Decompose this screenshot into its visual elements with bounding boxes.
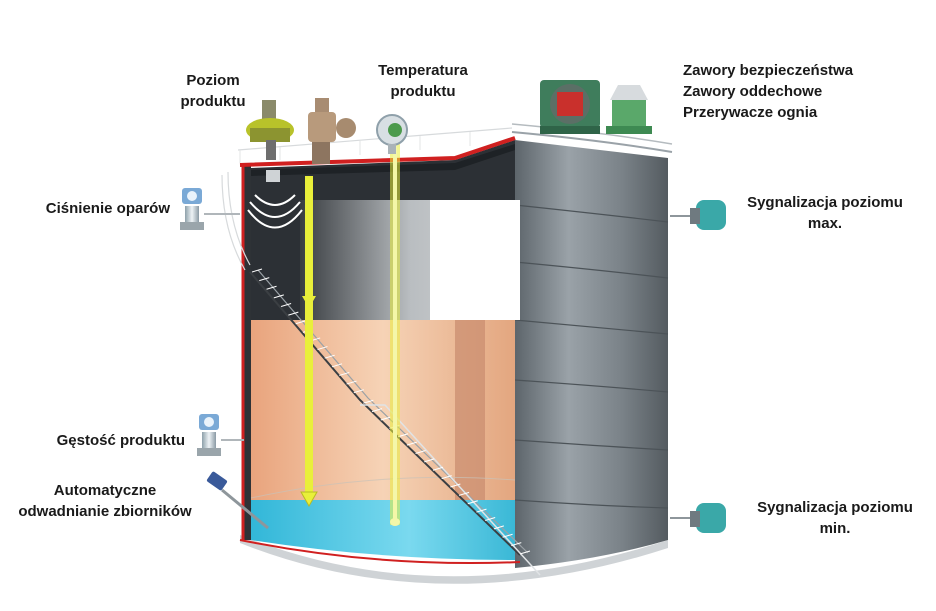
drain-label-line2: odwadnianie zbiorników <box>18 503 192 520</box>
temperature-label-line1: Temperatura <box>378 62 468 79</box>
drain-label-line1: Automatyczne <box>53 482 157 499</box>
stair-tread <box>415 450 426 454</box>
density-label: Gęstość produktu <box>56 432 185 449</box>
tank-base <box>240 535 668 584</box>
stair-tread <box>511 542 522 547</box>
tank-roof <box>239 136 516 167</box>
stair-tread <box>353 389 364 394</box>
level-switch-icon <box>670 503 726 533</box>
min-level-label-line1: Sygnalizacja poziomu <box>757 499 913 516</box>
valves-label: Zawory bezpieczeństwa Zawory oddechowe P… <box>683 60 883 123</box>
stair-tread <box>502 533 513 538</box>
stair-tread <box>324 354 335 359</box>
stair-tread <box>476 508 487 513</box>
stair-tread <box>441 475 452 480</box>
radar-waves <box>247 194 303 229</box>
stair-tread <box>432 466 444 471</box>
max-level-label: Sygnalizacja poziomu max. <box>745 192 905 234</box>
density-transmitter-icon <box>197 414 244 456</box>
level-label-line2: produktu <box>180 93 246 110</box>
min-level-label: Sygnalizacja poziomu min. <box>750 497 920 539</box>
stair-tread <box>273 294 284 299</box>
stair-tread <box>339 371 350 376</box>
stair-tread <box>295 320 306 325</box>
level-label-line1: Poziom <box>186 72 240 89</box>
shell-seams <box>514 204 669 509</box>
max-level-label-line1: Sygnalizacja poziomu <box>747 194 903 211</box>
stair-tread <box>424 458 435 463</box>
stair-tread <box>467 500 478 505</box>
stair-tread <box>450 483 461 488</box>
servo-gauge-icon <box>308 98 356 164</box>
valves-label-line2: Zawory oddechowe <box>683 83 823 100</box>
stair-tread <box>406 441 417 446</box>
stair-tread <box>380 416 391 421</box>
min-level-label-line2: min. <box>819 520 851 537</box>
stair-tread <box>280 302 292 307</box>
stair-tread <box>266 285 277 290</box>
stair-tread <box>317 346 328 351</box>
stair-tread <box>519 550 531 555</box>
stair-tread <box>288 311 299 316</box>
water-layer <box>251 500 515 560</box>
stair-tread <box>363 399 374 404</box>
level-beam <box>305 176 313 496</box>
drain-label: Automatyczne odwadnianie zbiorników <box>0 480 210 522</box>
stair-tread <box>346 380 357 385</box>
temperature-label: Temperatura produktu <box>368 60 478 102</box>
valves-label-line1: Zawory bezpieczeństwa <box>683 62 854 79</box>
valves-label-line3: Przerywacze ognia <box>683 104 818 121</box>
safety-valve-icon <box>540 80 600 134</box>
stair-rail <box>221 127 513 271</box>
stair-tread <box>371 408 383 413</box>
tank-shell <box>515 140 668 568</box>
breather-valve-icon <box>606 85 652 134</box>
level-label: Poziom produktu <box>168 70 258 112</box>
temperature-transmitter-icon <box>376 114 408 154</box>
stair-tread <box>493 525 505 530</box>
stair-tread <box>458 491 470 496</box>
temperature-label-line2: produktu <box>390 83 456 100</box>
stair-tread <box>259 277 270 282</box>
level-switch-icon <box>670 200 726 230</box>
left-wall <box>243 165 251 540</box>
vapor-pressure-label: Ciśnienie oparów <box>45 200 170 217</box>
stair-tread <box>251 268 263 273</box>
pressure-transmitter-icon <box>180 188 240 230</box>
max-level-label-line2: max. <box>807 215 843 232</box>
radar-gauge-icon <box>246 100 294 160</box>
stair-tread <box>485 517 496 521</box>
water-drain-probe-icon <box>206 471 269 530</box>
stair-tread <box>331 363 343 368</box>
